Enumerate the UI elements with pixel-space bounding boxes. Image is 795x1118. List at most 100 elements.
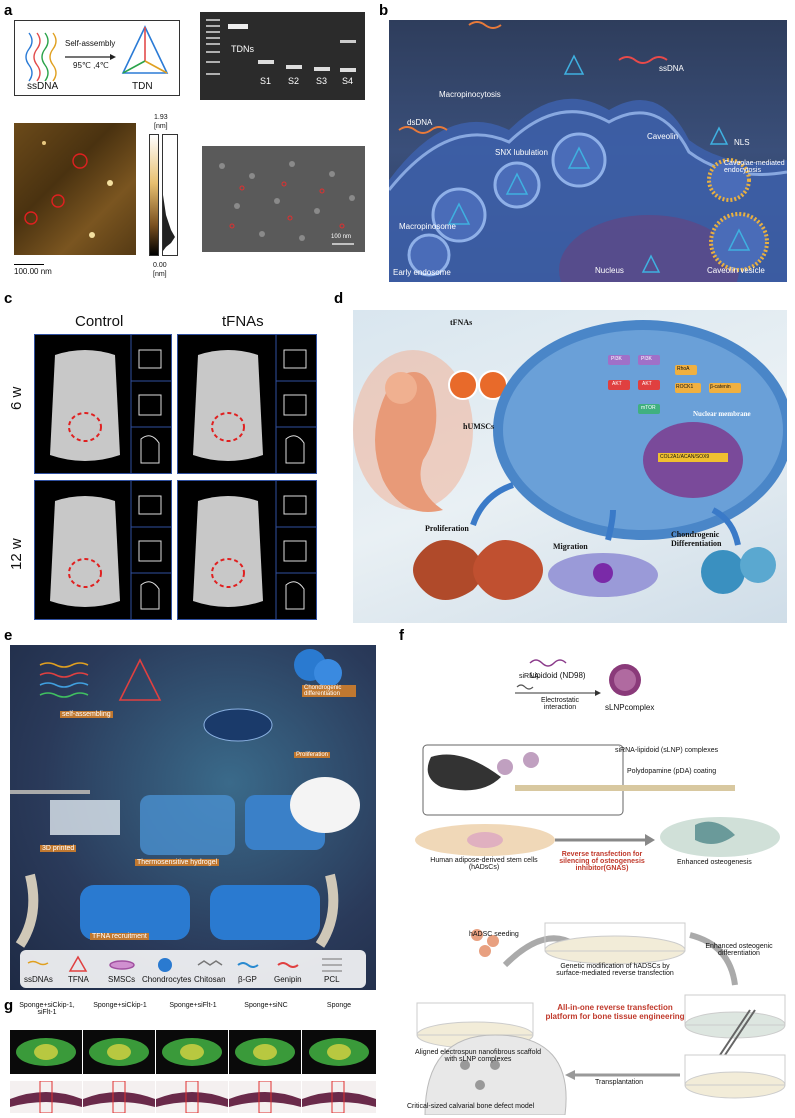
label-slnp-complexes: siRNA-lipidoid (sLNP) complexes [615,747,719,754]
microct-control-12w [34,480,172,620]
legend-pcl: PCL [324,975,340,984]
pathway-rhoa: RhoA [677,366,690,372]
pathway-pi3k-1: PI3K [611,356,622,362]
microct-control-6w [34,334,172,474]
label-electrostatic: Electrostatic interaction [540,697,580,711]
label-macropinosome: Macropinosome [399,222,456,231]
colorbar-max-unit: [nm] [154,123,168,130]
panel-label-g: g [4,997,14,1014]
label-proliferation: Proliferation [425,524,469,533]
label-tfna-recruitment: TFNA recruitment [90,933,149,940]
colorbar-min: 0.00 [153,262,167,269]
label-nuclear-membrane: Nuclear membrane [693,410,751,418]
row-header-6w: 6 w [8,386,25,410]
microct-tfnas-6w [177,334,317,474]
col-header-g-0: Sponge+siCkip-1, siFlt-1 [19,1002,75,1016]
pathway-mtor: mTOR [641,405,656,411]
legend-genipin: Genipin [274,975,302,984]
panel-label-b: b [379,2,389,19]
label-platform: All-in-one reverse transfection platform… [545,1003,685,1021]
gel-image: TDNs S1 S2 S3 S4 [200,12,365,100]
label-bone-defect-model: Critical-sized calvarial bone defect mod… [407,1103,535,1110]
afm-scale-bar [14,264,44,265]
label-caveolin: Caveolin [647,132,679,141]
colorbar-min-unit: [nm] [153,271,167,278]
afm-scale-label: 100.00 nm [14,267,52,276]
label-caveolin-vesicle: Caveolin vesicle [707,266,765,275]
panel-label-a: a [4,2,13,19]
tfna-hums-illustration: tFNAs hUMSCs Nuclear membrane Proliferat… [353,310,787,623]
row-header-12w: 12 w [8,538,25,570]
endocytosis-illustration: ssDNA dsDNA Macropinocytosis NLS Caveoli… [389,20,787,282]
tem-image: 100 nm [202,146,365,252]
label-nucleus: Nucleus [595,266,624,275]
pathway-pi3k-2: PI3K [641,356,652,362]
label-nls: NLS [734,138,750,147]
panel-label-f: f [399,627,404,644]
panel-label-e: e [4,627,13,644]
temperature-label: 95℃ ,4℃ [73,61,109,70]
label-snx-lubulation: SNX lubulation [495,148,548,157]
legend-chondrocytes: Chondrocytes [142,975,192,984]
afm-colorbar [149,134,159,256]
label-scaffold: Aligned electrospun nanofibrous scaffold… [415,1049,541,1063]
histology-row [10,1081,376,1113]
label-macropinocytosis: Macropinocytosis [439,90,501,99]
label-slnp-complex: sLNPcomplex [605,703,655,712]
col-header-g-2: Sponge+siFlt-1 [169,1002,217,1009]
label-transplantation: Transplantation [595,1079,643,1086]
gel-lane-s3: S3 [316,76,328,86]
label-3d-printed: 3D printed [40,845,77,852]
tem-scale-label: 100 nm [331,234,352,240]
label-lipidoid: Lipidoid (ND98) [530,671,586,680]
pathway-akt-1: AKT [612,381,622,387]
pathway-rock1: ROCK1 [676,384,694,390]
ssdna-label: ssDNA [27,81,59,92]
pathway-col2a1: COL2A1/ACAN/SOX9 [660,454,710,460]
microct-tfnas-12w [177,480,317,620]
col-header-g-1: Sponge+siCkip-1 [93,1002,147,1009]
label-migration: Migration [553,542,588,551]
legend-tfna: TFNA [68,975,89,984]
reverse-transfection-schematic: siRNA Lipidoid (ND98) Electrostatic inte… [405,645,787,1115]
label-genetic-modification: Genetic modification of hADSCs by surfac… [556,963,674,977]
label-early-endosome: Early endosome [393,268,451,277]
label-chondrogenic-diff: Chondrogenic differentiation [302,685,356,697]
label-reverse-transfection: Reverse transfection for silencing of os… [559,851,645,872]
legend-beta-gp: β-GP [238,975,257,984]
pathway-akt-2: AKT [642,381,652,387]
label-proliferation-e: Proliferation [294,752,331,758]
self-assembly-label: Self-assembly [65,39,116,48]
label-enhanced-osteogenesis: Enhanced osteogenesis [677,859,752,866]
label-sirna: siRNA [519,673,539,680]
label-tfnas: tFNAs [450,318,473,327]
legend-smscs: SMSCs [108,975,136,984]
legend-ssdnas: ssDNAs [24,975,53,984]
label-self-assembling: self-assembling [60,711,113,718]
label-ssdna: ssDNA [659,64,684,73]
gel-band-label: TDNs [231,44,254,54]
gel-lane-s1: S1 [260,76,272,86]
label-caveolae-endocytosis: Caveolae-mediated endocytosis [724,160,785,174]
label-thermosensitive-hydrogel: Thermosensitive hydrogel [135,859,220,866]
afm-histogram [162,134,178,256]
gel-lane-s4: S4 [342,76,354,86]
label-hadsc: Human adipose-derived stem cells (hADsCs… [430,857,538,871]
label-hadsc-seeding: hADSC seeding [469,931,519,938]
label-chondrogenic-differentiation: Chondrogenic Differentiation [671,530,722,548]
hydrogel-illustration: self-assembling Chondrogenic differentia… [10,645,376,990]
col-header-tfnas: tFNAs [222,313,264,330]
ssdna-strands-icon [25,25,169,82]
label-humscs: hUMSCs [463,422,495,431]
skull-ct-row [10,1030,376,1074]
gel-lane-s2: S2 [288,76,300,86]
colorbar-max: 1.93 [154,114,168,121]
panel-label-c: c [4,290,13,307]
label-dsdna: dsDNA [407,118,433,127]
tdn-schematic: Self-assembly 95℃ ,4℃ ssDNA TDN [14,20,180,96]
col-header-g-3: Sponge+siNC [244,1002,288,1009]
pathway-beta-catenin: β-catenin [710,384,731,390]
legend-chitosan: Chitosan [194,975,226,984]
label-enhanced-diff: Enhanced osteogenic differentiation [705,943,773,957]
panel-label-d: d [334,290,344,307]
